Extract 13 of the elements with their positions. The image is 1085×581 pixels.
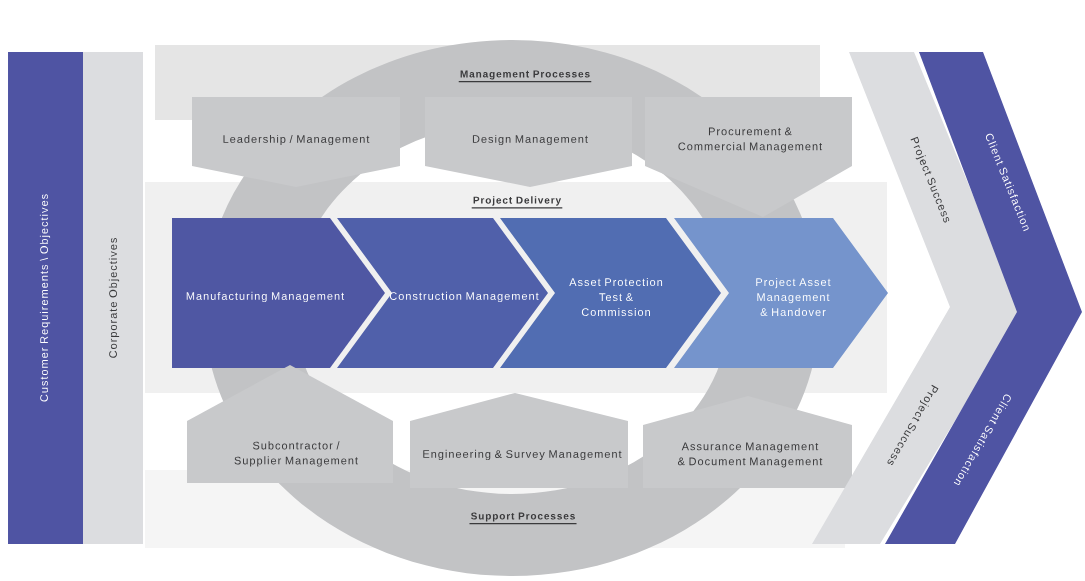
process-box: Leadership / Management	[192, 97, 400, 187]
chevron-step: Project Asset Management & Handover	[674, 218, 888, 368]
process-box: Procurement & Commercial Management	[645, 97, 852, 217]
objectives-band: Corporate Objectives	[83, 52, 143, 544]
process-box: Subcontractor / Supplier Management	[187, 365, 393, 483]
process-box: Assurance Management & Document Management	[643, 396, 852, 488]
process-box: Engineering & Survey Management	[410, 393, 628, 488]
chevron-step: Manufacturing Management	[172, 218, 385, 368]
requirements-band: Customer Requirements \ Objectives	[8, 52, 83, 544]
section-heading: Support Processes	[468, 512, 578, 525]
section-heading: Project Delivery	[471, 196, 563, 209]
section-heading: Management Processes	[458, 70, 592, 83]
process-box: Design Management	[425, 97, 632, 187]
